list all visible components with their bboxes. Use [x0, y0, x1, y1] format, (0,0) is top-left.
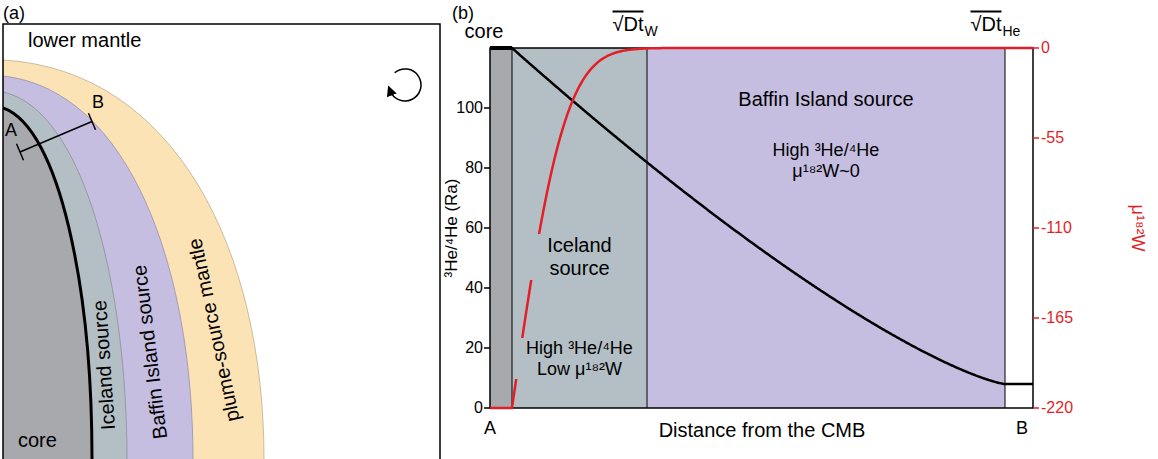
tungsten-curve — [490, 48, 1033, 408]
axis-end-label: A — [484, 418, 496, 439]
iceland-column: Iceland sourceHigh ³He/⁴He Low μ¹⁸²W — [512, 48, 647, 408]
profile-tick — [89, 113, 96, 130]
curves — [490, 48, 1033, 408]
right-tick — [1033, 317, 1039, 319]
left-tick — [484, 107, 490, 109]
right-tick — [1033, 407, 1039, 409]
subscript: W — [644, 23, 657, 39]
profile-line — [20, 122, 92, 153]
baffin-source-band — [3, 76, 193, 459]
profile-tick — [17, 144, 24, 161]
convection-arrow — [390, 69, 421, 101]
diffusion-length: √Dt — [613, 13, 644, 36]
axis-end-label: B — [1016, 418, 1028, 439]
plume-source-band — [3, 60, 264, 459]
left-tick — [484, 347, 490, 349]
tick-label: 0 — [1041, 39, 1050, 57]
diffusion-length-line — [1005, 48, 1006, 408]
tick-label: 100 — [456, 99, 483, 117]
region-note: High ³He/⁴He μ¹⁸²W~0 — [749, 140, 903, 181]
region-title: Baffin Island source — [736, 88, 915, 111]
region-label: core — [18, 429, 57, 452]
region-label: lower mantle — [28, 29, 141, 52]
panel-letter: (a) — [3, 3, 25, 24]
tick-label: 0 — [474, 399, 483, 417]
band-label: Baffin Island source — [128, 264, 172, 441]
axis-title: μ¹⁸²W — [1128, 205, 1149, 252]
helium-curve — [490, 48, 1033, 384]
left-tick — [484, 407, 490, 409]
band-label: plume-source mantle — [183, 236, 244, 423]
tick-label: -55 — [1041, 129, 1064, 147]
axis-title: Distance from the CMB — [659, 419, 866, 442]
tick-label: -220 — [1041, 399, 1073, 417]
baffin-region — [647, 48, 1005, 408]
core-region — [490, 48, 512, 408]
panel-frame — [3, 24, 440, 459]
tick-label: -110 — [1041, 219, 1072, 237]
right-tick — [1033, 137, 1039, 139]
point-label: B — [92, 92, 104, 113]
panel-letter: (b) — [452, 3, 474, 24]
diffusion-length-line — [647, 48, 648, 408]
core-mantle-boundary — [3, 108, 92, 459]
axis-title: ³He/⁴He (Ra) — [442, 179, 462, 278]
tick-label: -165 — [1041, 309, 1073, 327]
right-tick — [1033, 47, 1039, 49]
iceland-region — [512, 48, 647, 408]
left-tick — [484, 287, 490, 289]
subscript: He — [1002, 23, 1020, 39]
region-heading: core — [463, 20, 506, 43]
left-tick — [484, 167, 490, 169]
band-label: Iceland source — [88, 299, 120, 430]
point-label: A — [5, 120, 17, 141]
core-disk — [3, 108, 92, 459]
right-tick — [1033, 227, 1039, 229]
plot-frame — [490, 48, 1033, 408]
region-title: Iceland source — [528, 234, 632, 280]
tick-label: 20 — [465, 339, 483, 357]
left-tick — [484, 227, 490, 229]
core-column: core — [490, 48, 512, 408]
iceland-source-band — [3, 92, 127, 459]
axis-ticks — [484, 48, 1039, 408]
cmb-line — [512, 48, 513, 408]
diffusion-length: √Dt — [971, 13, 1002, 36]
region-note: High ³He/⁴He Low μ¹⁸²W — [514, 338, 645, 379]
tick-label: 60 — [465, 219, 483, 237]
tick-label: 80 — [465, 159, 483, 177]
baffin-column: Baffin Island sourceHigh ³He/⁴He μ¹⁸²W~0 — [647, 48, 1005, 408]
tick-label: 40 — [465, 279, 483, 297]
